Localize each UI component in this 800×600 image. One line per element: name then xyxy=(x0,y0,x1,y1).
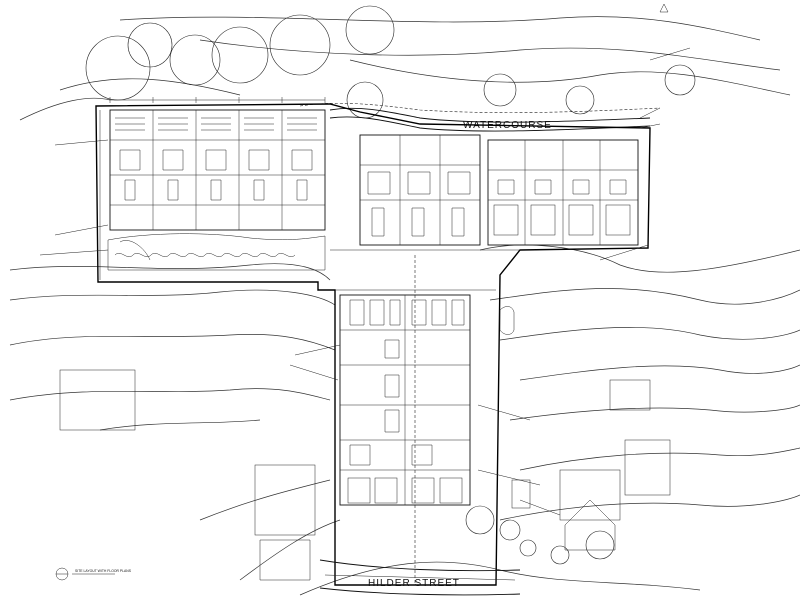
townhouse-block-south xyxy=(339,294,471,506)
contour-lines xyxy=(9,16,800,596)
townhouse-row-east xyxy=(487,139,639,246)
callout-leaders xyxy=(39,47,691,516)
street-label: HILDER STREET xyxy=(368,578,460,589)
street xyxy=(319,559,521,596)
north-arrow-icon xyxy=(659,3,669,13)
driveway xyxy=(330,249,520,585)
townhouse-row-west xyxy=(109,109,326,231)
landscape-strip xyxy=(107,233,326,271)
sheet-marker xyxy=(55,567,115,581)
neighbour-dwellings xyxy=(59,369,671,581)
dimension-lines xyxy=(99,97,326,280)
watercourse xyxy=(299,102,661,132)
sheet-title: SITE LAYOUT WITH FLOOR PLANS xyxy=(75,569,132,573)
townhouse-row-middle xyxy=(359,134,481,246)
site-boundary xyxy=(95,103,651,586)
trees xyxy=(85,5,696,565)
